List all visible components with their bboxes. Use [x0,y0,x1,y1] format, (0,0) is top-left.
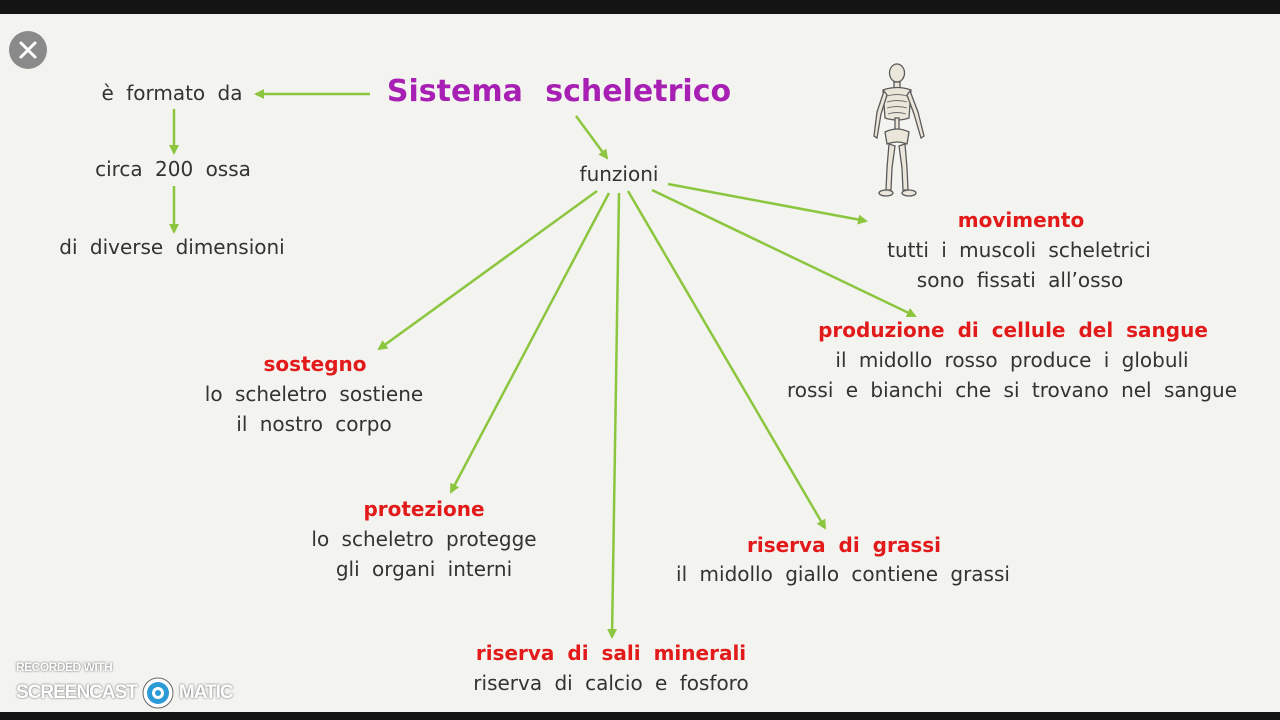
sostegno-line-1: lo scheletro sostiene [204,382,424,406]
movimento-line-2: sono fissati all’osso [916,268,1124,292]
bottom-letterbox-bar [0,712,1280,720]
movimento-line-1: tutti i muscoli scheletrici [887,238,1151,262]
functions-label: funzioni [579,162,659,186]
produzione-line-1: il midollo rosso produce i globuli [835,348,1189,372]
top-letterbox-bar [0,0,1280,14]
watermark-left-text: SCREENCAST [16,682,138,703]
screencast-watermark: RECORDED WITH SCREENCAST MATIC [16,660,234,710]
diagram-title: Sistema scheletrico [386,74,732,109]
grassi-line-1: il midollo giallo contiene grassi [676,562,1010,586]
bone-sizes-label: di diverse dimensioni [59,235,285,259]
sali-heading: riserva di sali minerali [475,641,747,665]
watermark-small-text: RECORDED WITH [16,660,113,674]
bone-count-label: circa 200 ossa [95,157,251,181]
sali-line-1: riserva di calcio e fosforo [473,671,749,695]
sostegno-line-2: il nostro corpo [236,412,392,436]
watermark-right-text: MATIC [178,682,234,703]
movimento-heading: movimento [957,208,1085,232]
arrow-to-sali [607,192,621,639]
protezione-line-2: gli organi interni [335,557,513,581]
arrow-to-movimento [667,182,868,225]
screencast-logo-icon [142,677,174,709]
produzione-heading: produzione di cellule del sangue [818,318,1208,342]
close-icon [19,41,37,59]
skeleton-image [873,63,925,197]
arrow-title-to-functions [574,115,609,160]
protezione-line-1: lo scheletro protegge [311,527,537,551]
formed-by-label: è formato da [101,81,243,105]
arrow-to-grassi [626,190,827,530]
arrow-to-produzione [651,188,917,318]
sostegno-heading: sostegno [263,352,367,376]
close-button[interactable] [9,31,47,69]
protezione-heading: protezione [363,497,485,521]
grassi-heading: riserva di grassi [746,533,942,557]
arrow-to-sostegno [377,189,598,351]
produzione-line-2: rossi e bianchi che si trovano nel sangu… [786,378,1238,402]
arrow-to-protezione [449,192,611,494]
